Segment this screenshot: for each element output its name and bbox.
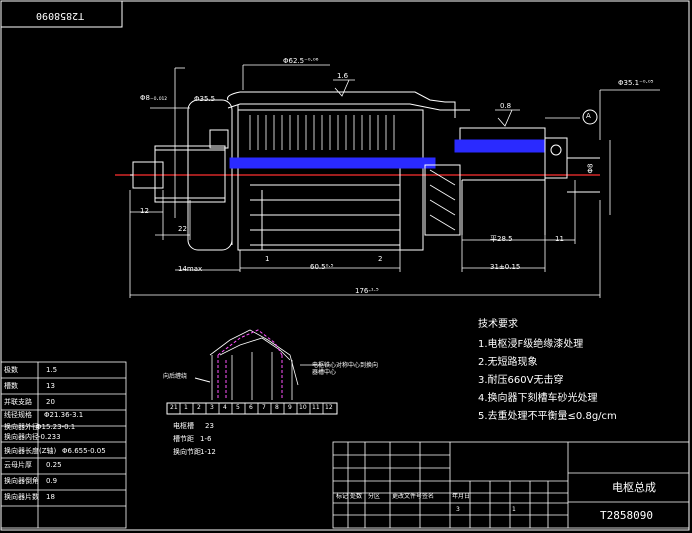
param-label: 换向器内径 — [4, 433, 39, 441]
param-label: 线径规格 — [4, 411, 32, 419]
param-label: 槽数 — [4, 382, 18, 390]
param-value: -0.233 — [38, 433, 61, 441]
dim-176: 176-¹·⁵ — [355, 287, 379, 295]
requirement-item: 2.无短路现象 — [478, 357, 538, 368]
winding-segment: 6 — [249, 404, 253, 411]
dim-d8: Φ8₋₀.₀₁₂ — [140, 94, 168, 102]
top-drawing-code: T2858090 — [36, 10, 85, 21]
title-block-grid — [332, 441, 690, 529]
armature-core — [227, 91, 470, 251]
winding-info-label: 换向节距 — [173, 448, 201, 456]
winding-segment: 21 — [170, 404, 178, 411]
winding-segment: 10 — [299, 404, 307, 411]
winding-info-value: 1-6 — [200, 435, 212, 443]
winding-right-label: 电枢铁心对称中心到换向器槽中心 — [312, 362, 379, 377]
requirement-item: 3.耐压660V无击穿 — [478, 375, 564, 386]
dim-60-5: 60.5⁰·⁵ — [310, 263, 334, 271]
dim-d35-5: Φ35.5 — [194, 95, 216, 103]
title-block-scale: 3 — [456, 506, 460, 513]
winding-info-value: 1-12 — [200, 448, 216, 456]
requirements-title: 技术要求 — [478, 319, 518, 330]
roughness-1-6: 1.6 — [337, 72, 349, 80]
dim-28-5: 平28.5 — [490, 235, 513, 243]
dim-14max: 14max — [178, 265, 203, 273]
dim-1: 1 — [265, 255, 270, 263]
requirement-item: 4.换向器下刻槽车砂光处理 — [478, 393, 598, 404]
param-label: 换向器片数 — [4, 493, 39, 501]
param-label: 换向器长度(Z轴) — [4, 447, 57, 455]
param-label: 换向器外径 — [4, 423, 39, 431]
param-value: Φ6.655-0.05 — [62, 447, 106, 455]
dim-2: 2 — [378, 255, 383, 263]
param-label: 并联支路 — [4, 398, 32, 406]
param-label: 极数 — [4, 366, 18, 374]
winding-segment: 1 — [184, 404, 188, 411]
dim-d62-5: Φ62.5⁻⁰·⁰⁶ — [283, 57, 319, 65]
param-value: 1.5 — [46, 366, 58, 374]
dimension-lines — [129, 64, 660, 298]
requirement-item: 1.电枢浸F级绝缘漆处理 — [478, 339, 584, 350]
param-value: Φ21.36-3.1 — [44, 411, 84, 419]
winding-diagram — [166, 329, 338, 415]
commutator — [424, 127, 546, 236]
winding-segment: 9 — [288, 404, 292, 411]
dim-12: 12 — [140, 207, 149, 215]
title-block-row-label: 处数 — [350, 493, 363, 500]
winding-segment: 2 — [197, 404, 201, 411]
param-value: Φ15.23-0.1 — [36, 423, 76, 431]
winding-segment: 3 — [210, 404, 214, 411]
winding-info-label: 电枢槽 — [173, 422, 194, 430]
param-value: 0.9 — [46, 477, 58, 485]
title-block-row-label: 签名 — [422, 493, 435, 500]
title-block-row-label: 分区 — [368, 493, 381, 500]
title-block-row-label: 更改文件号 — [392, 493, 423, 500]
param-value: 20 — [46, 398, 55, 406]
dim-31: 31±0.15 — [490, 263, 521, 271]
top-label-box — [1, 1, 123, 28]
datum-a-label: A — [586, 112, 591, 120]
param-label: 换向器倒角 — [4, 477, 39, 485]
title-block-name: 电枢总成 — [612, 481, 656, 494]
winding-info-label: 槽节距 — [173, 435, 194, 443]
param-value: 18 — [46, 493, 55, 501]
datum-a-circle — [582, 109, 598, 125]
title-block-scale: 1 — [512, 506, 516, 513]
winding-segment: 5 — [236, 404, 240, 411]
right-shaft — [544, 137, 600, 193]
winding-segment: 11 — [312, 404, 320, 411]
title-block-row-label: 年月日 — [452, 493, 471, 500]
winding-segment: 12 — [325, 404, 333, 411]
dim-d8-right: Φ8 — [586, 163, 595, 174]
requirement-item: 5.去重处理不平衡量≤0.8g/cm — [478, 411, 617, 422]
param-value: 0.25 — [46, 461, 62, 469]
param-table-grid — [0, 361, 127, 529]
param-value: 13 — [46, 382, 55, 390]
insulation-sleeve — [229, 157, 436, 169]
winding-info-value: 23 — [205, 422, 214, 430]
dim-22: 22 — [178, 225, 187, 233]
left-shaft — [130, 145, 226, 203]
title-block-row-label: 标记 — [336, 493, 349, 500]
dim-d35-1: Φ35.1⁻⁰·⁰⁵ — [618, 79, 654, 87]
dim-11: 11 — [555, 235, 564, 243]
winding-segment: 4 — [223, 404, 227, 411]
winding-segment: 7 — [262, 404, 266, 411]
param-label: 云母片厚 — [4, 461, 32, 469]
title-block-code: T2858090 — [600, 509, 653, 522]
roughness-0-8: 0.8 — [500, 102, 512, 110]
winding-segment: 8 — [275, 404, 279, 411]
winding-left-label: 向后缠绕 — [163, 373, 188, 380]
